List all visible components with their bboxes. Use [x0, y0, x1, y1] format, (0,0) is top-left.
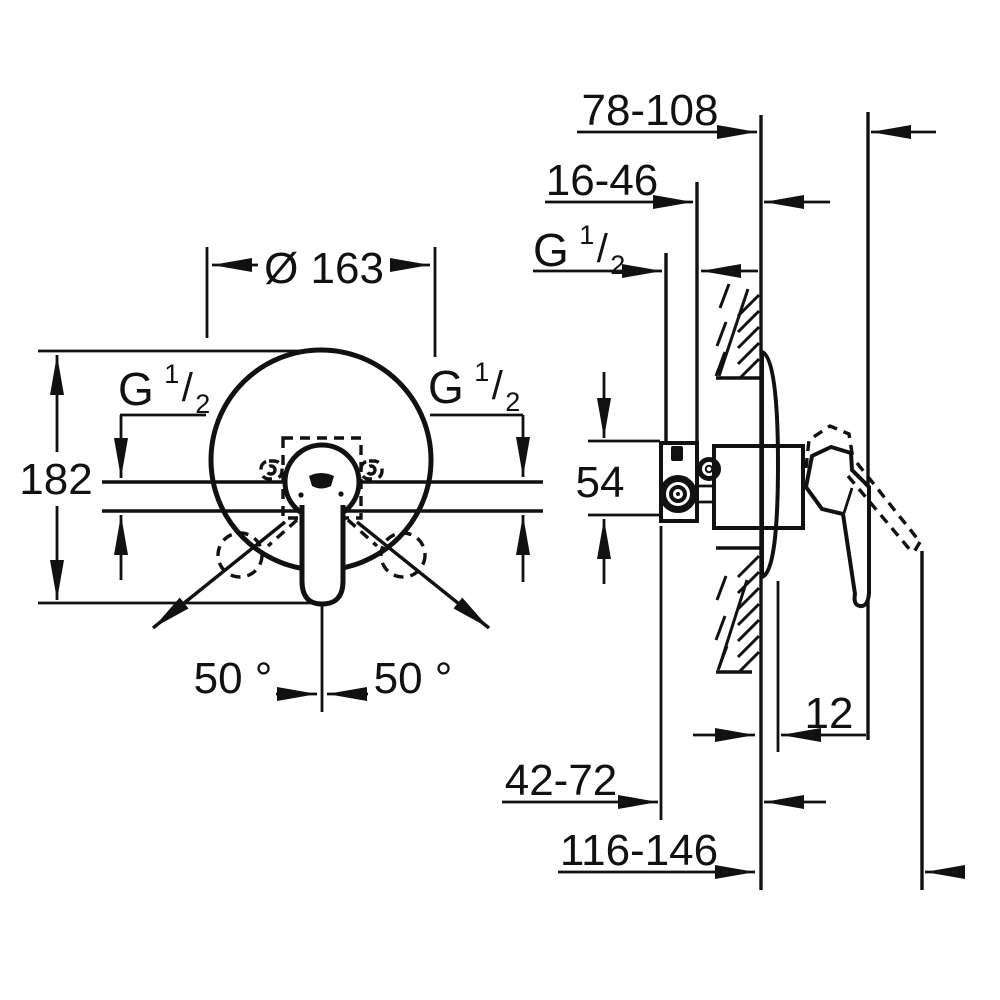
handle-neck-line: [842, 487, 854, 514]
thread-side-text: G 1 / 2: [533, 220, 625, 280]
angle-left-label: 50 °: [194, 654, 273, 703]
wall-hatch-upper: [714, 283, 761, 380]
dim-diameter: Ø 163: [205, 244, 437, 357]
lever-edge-dashed-left: [266, 518, 299, 548]
thread-label-left: G 1 / 2: [114, 359, 210, 580]
angle-right-label: 50 °: [374, 654, 453, 703]
connection-height-label: 54: [576, 458, 625, 507]
housing-plug: [671, 446, 683, 461]
plate-offset-label: 12: [805, 689, 854, 738]
swing-line-right: [355, 520, 491, 630]
logo-mark: [309, 473, 334, 489]
thread-label-right: G 1 / 2: [428, 357, 530, 582]
screw-ear-left: [259, 459, 284, 481]
side-view: 78-108 16-46 G 1 / 2 54: [502, 86, 965, 890]
dim-plate-offset: 12: [693, 689, 866, 742]
handle-dot-left: [298, 492, 304, 498]
thread-left-text: G 1 / 2: [118, 359, 210, 419]
escutcheon-side-profile: [760, 349, 781, 580]
handle-stem: [299, 505, 346, 607]
dim-wall-to-lever: 116-146: [558, 826, 965, 879]
screw-ear-right: [359, 459, 384, 481]
dim-rough-in-depth: 16-46: [545, 156, 830, 209]
handle-side-dashed: [804, 424, 922, 553]
dim-wall-to-housing: 42-72: [502, 756, 826, 809]
wall-to-lever-label: 116-146: [560, 826, 718, 875]
thread-label-side: G 1 / 2: [533, 220, 758, 280]
dim-swing-angle: 50 ° 50 °: [194, 604, 453, 712]
handle-side-solid: [803, 444, 871, 609]
lever-edge-dashed-right: [346, 518, 379, 548]
wall-to-housing-label: 42-72: [505, 756, 618, 805]
front-view: Ø 163 182 G 1 / 2 G 1: [19, 244, 543, 712]
diameter-label: Ø 163: [264, 244, 384, 293]
swing-line-left: [151, 520, 287, 630]
lever-tip-dashed-right: [379, 531, 427, 579]
wall-hatch-lower: [714, 554, 761, 673]
supply-elbow-fitting: [659, 475, 697, 513]
dim-install-depth: 78-108: [577, 86, 936, 139]
height-label: 182: [19, 455, 92, 504]
valve-body: [712, 444, 805, 530]
install-depth-label: 78-108: [581, 86, 718, 135]
lever-tip-dashed-left: [216, 531, 264, 579]
dim-connection-height: 54: [576, 372, 660, 584]
rough-in-depth-label: 16-46: [546, 156, 659, 205]
thread-right-text: G 1 / 2: [428, 357, 520, 417]
handle-dot-right: [338, 491, 344, 497]
